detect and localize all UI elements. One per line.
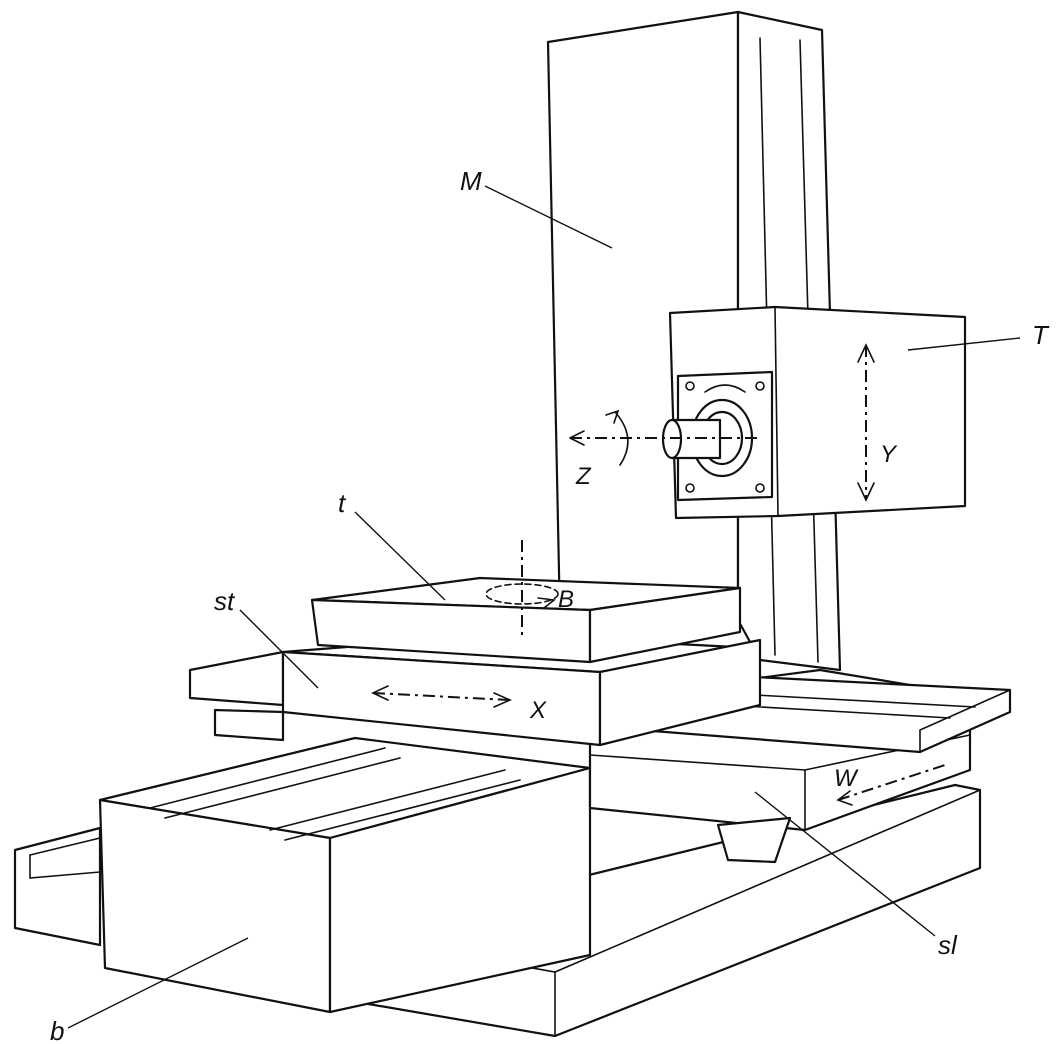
axis-label-b: B xyxy=(558,586,574,613)
spindle-head xyxy=(569,305,967,520)
axis-label-w: W xyxy=(834,765,859,792)
label-table: t xyxy=(338,488,347,518)
rotary-table xyxy=(310,540,742,664)
label-bed: b xyxy=(50,1016,64,1044)
leader-lines xyxy=(67,185,1021,1029)
label-lower-slide: sl xyxy=(938,930,958,960)
axis-label-x: X xyxy=(529,697,547,724)
label-upper-slide: st xyxy=(214,586,236,616)
label-spindle-head: T xyxy=(1032,320,1050,350)
axis-label-z: Z xyxy=(575,463,592,490)
axis-label-y: Y xyxy=(880,441,898,468)
label-column: M xyxy=(460,166,482,196)
